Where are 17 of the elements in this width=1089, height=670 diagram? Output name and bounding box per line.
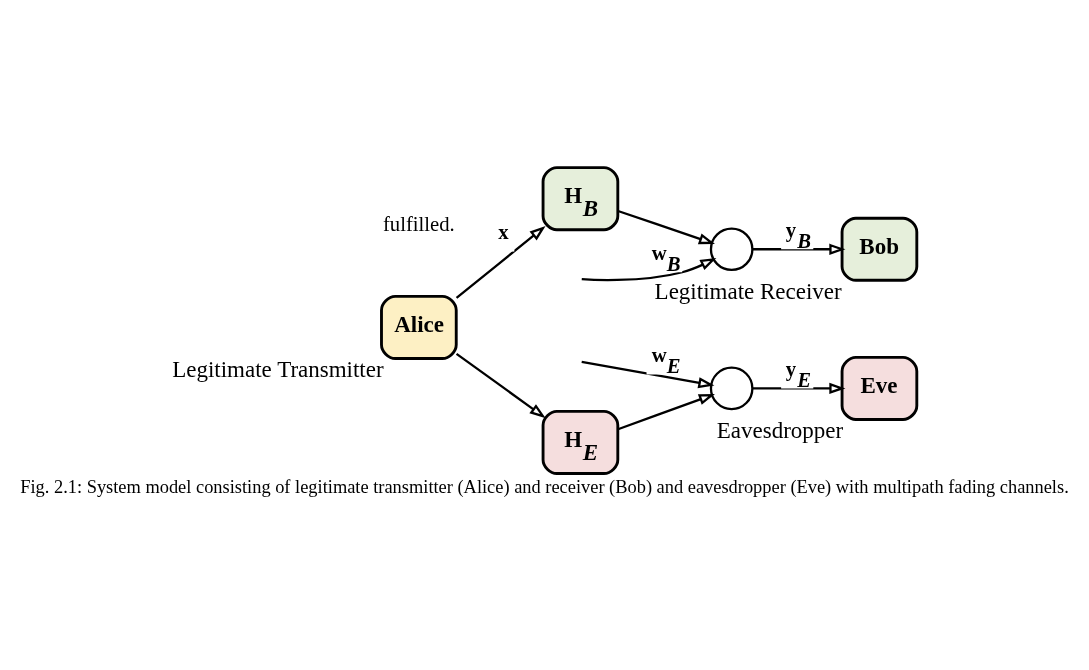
edge-label: x <box>498 220 509 243</box>
label: fulfilled. <box>382 212 455 235</box>
node-label: Legitimate Receiver <box>654 278 842 304</box>
arrow <box>617 393 715 430</box>
arrow <box>455 225 546 299</box>
node-circle <box>709 366 754 410</box>
arrow <box>617 209 715 244</box>
caption: Fig. 2.1: System model consisting of legitimate transmitter (Alice) and receiver (Bob) and eavesdropper (Eve) with multipath fading channels. <box>20 476 1069 497</box>
arrow <box>455 352 546 418</box>
node-box: Alice <box>380 294 458 360</box>
node-box: Eve <box>840 355 919 421</box>
node-circle <box>709 226 754 271</box>
arrow <box>581 360 715 388</box>
node-box: Bob <box>840 216 919 282</box>
arrow <box>581 257 717 281</box>
arrow <box>752 243 846 255</box>
arrow <box>752 382 846 394</box>
